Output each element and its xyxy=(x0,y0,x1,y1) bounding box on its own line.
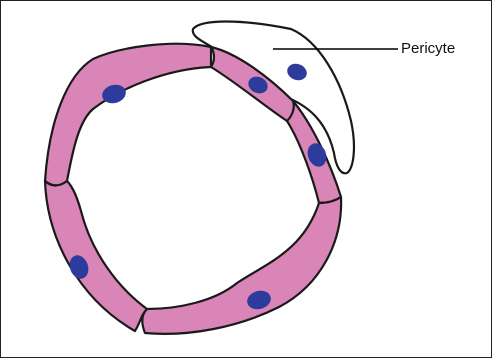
endothelial-cell-bottom-right xyxy=(142,197,341,334)
endothelial-cell-top-left xyxy=(45,44,211,186)
pericyte-label: Pericyte xyxy=(401,39,455,59)
endothelial-cell-bottom-left xyxy=(45,181,147,331)
